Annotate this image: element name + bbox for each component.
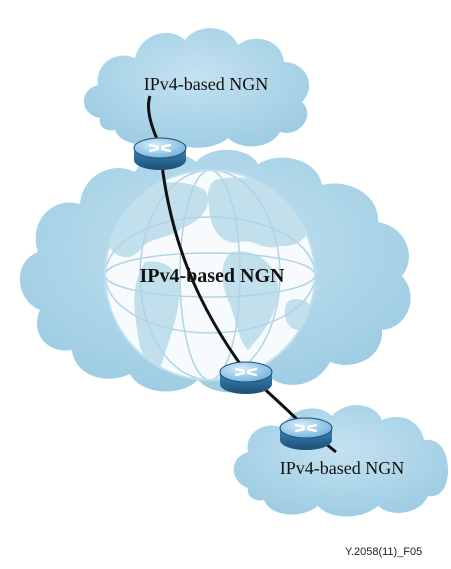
router-icon xyxy=(219,361,273,394)
top-network-label: IPv4-based NGN xyxy=(144,74,268,94)
center-network-cloud: IPv4-based NGN xyxy=(19,149,411,393)
figure-id: Y.2058(11)_F05 xyxy=(345,546,423,558)
bottom-network-cloud: IPv4-based NGN xyxy=(233,405,448,517)
cloud-icon xyxy=(83,28,310,148)
router-icon xyxy=(279,417,333,450)
top-network-cloud: IPv4-based NGN xyxy=(83,28,310,148)
link-top-to-center xyxy=(158,145,248,373)
center-network-label: IPv4-based NGN xyxy=(139,265,285,287)
bottom-network-label: IPv4-based NGN xyxy=(280,458,404,478)
router-icon xyxy=(133,137,187,170)
